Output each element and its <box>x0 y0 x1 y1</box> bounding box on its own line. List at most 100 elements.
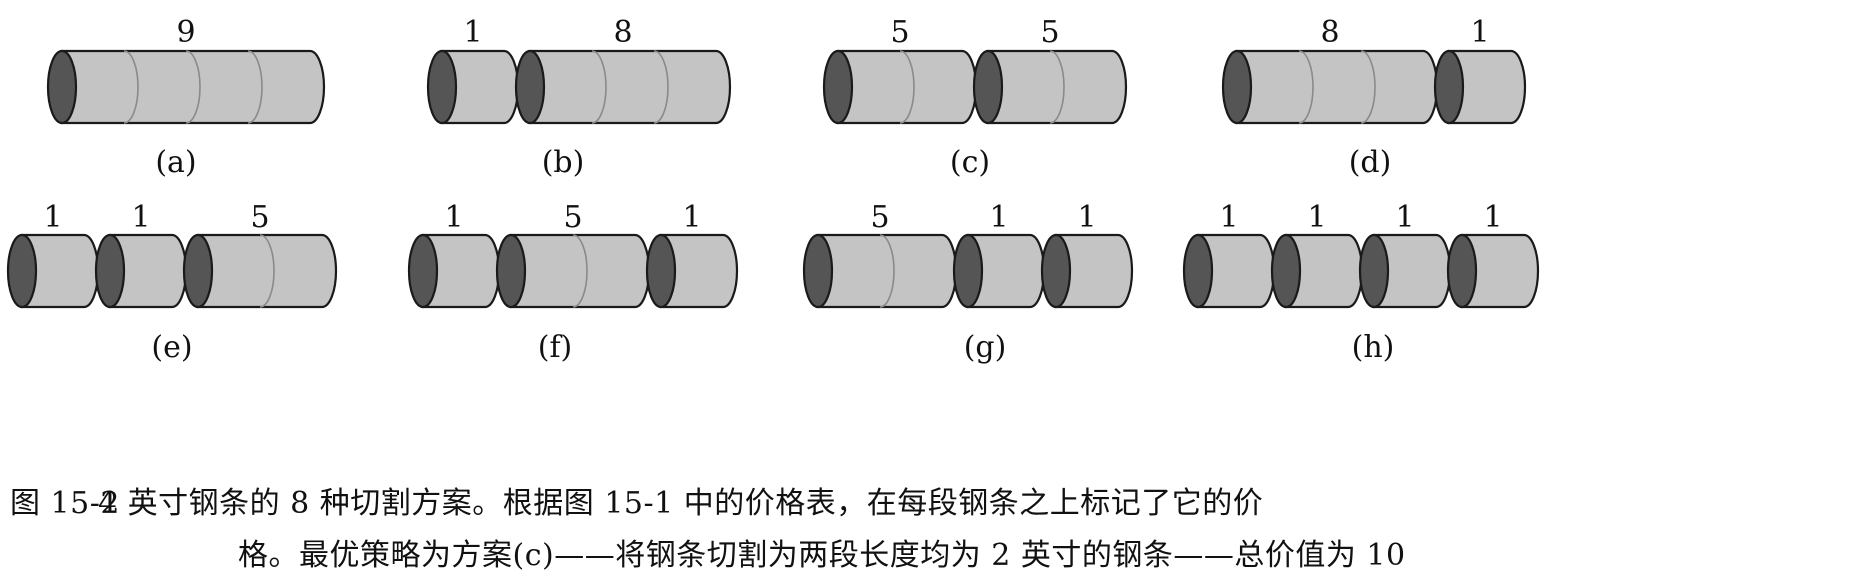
price-label: 1 <box>463 15 482 50</box>
scheme-label: (b) <box>542 145 585 180</box>
rod-piece <box>407 233 501 309</box>
price-label: 5 <box>870 200 889 235</box>
price-label: 1 <box>444 200 463 235</box>
price-label: 1 <box>1077 200 1096 235</box>
rod-end-cap <box>407 233 439 309</box>
rod-piece <box>952 233 1046 309</box>
scheme-label: (g) <box>964 330 1007 365</box>
rod-piece <box>1270 233 1364 309</box>
rod-end-cap <box>495 233 527 309</box>
rod-end-cap <box>514 49 546 125</box>
scheme-b: 1 8 (b) <box>426 15 732 180</box>
rod-body <box>1447 49 1527 125</box>
caption-text-1: 4 英寸钢条的 8 种切割方案。根据图 15-1 中的价格表，在每段钢条之上标记… <box>98 486 1264 521</box>
rod-piece <box>1182 233 1276 309</box>
rod-piece <box>94 233 188 309</box>
rod-seam <box>1360 50 1376 124</box>
rod-body <box>659 233 739 309</box>
price-label: 1 <box>131 200 150 235</box>
rod-piece <box>645 233 739 309</box>
price-label: 9 <box>176 15 195 50</box>
rod-seam <box>899 50 915 124</box>
rod-body <box>1460 233 1540 309</box>
rod-end-cap <box>1182 233 1214 309</box>
caption-line-2: 格。最优策略为方案(c)——将钢条切割为两段长度均为 2 英寸的钢条——总价值为… <box>238 538 1406 573</box>
price-label: 1 <box>989 200 1008 235</box>
rod-piece <box>1446 233 1540 309</box>
rod-seam <box>259 234 275 308</box>
price-label: 1 <box>1483 200 1502 235</box>
rod-end-cap <box>6 233 38 309</box>
figure-caption: 图 15-24 英寸钢条的 8 种切割方案。根据图 15-1 中的价格表，在每段… <box>10 478 1870 582</box>
rod-end-cap <box>802 233 834 309</box>
rod-seam <box>185 50 201 124</box>
rod-seam <box>572 234 588 308</box>
price-label: 8 <box>613 15 632 50</box>
rod-piece <box>1221 49 1439 125</box>
scheme-label: (e) <box>151 330 192 365</box>
rod-piece <box>1433 49 1527 125</box>
rod-body <box>196 233 338 309</box>
rod-body <box>60 49 326 125</box>
rod-end-cap <box>972 49 1004 125</box>
rod-piece <box>1040 233 1134 309</box>
rod-piece <box>46 49 326 125</box>
rod-end-cap <box>1446 233 1478 309</box>
rod-end-cap <box>94 233 126 309</box>
rod-body <box>986 49 1128 125</box>
rod-end-cap <box>426 49 458 125</box>
price-label: 1 <box>682 200 701 235</box>
rod-end-cap <box>1040 233 1072 309</box>
scheme-a: 9 (a) <box>46 15 326 180</box>
rod-piece <box>1358 233 1452 309</box>
price-label: 5 <box>1040 15 1059 50</box>
rod-end-cap <box>952 233 984 309</box>
rod-seam <box>247 50 263 124</box>
rod-piece <box>182 233 338 309</box>
rod-end-cap <box>46 49 78 125</box>
price-label: 1 <box>1470 15 1489 50</box>
rod-piece <box>426 49 520 125</box>
rod-piece <box>802 233 958 309</box>
rod-body <box>836 49 978 125</box>
price-label: 1 <box>43 200 62 235</box>
scheme-label: (d) <box>1349 145 1392 180</box>
rod-seam <box>1049 50 1065 124</box>
price-label: 1 <box>1395 200 1414 235</box>
rod-body <box>509 233 651 309</box>
rod-body <box>528 49 732 125</box>
price-label: 5 <box>250 200 269 235</box>
rod-piece <box>972 49 1128 125</box>
scheme-label: (c) <box>950 145 990 180</box>
rod-end-cap <box>822 49 854 125</box>
caption-line-1: 图 15-24 英寸钢条的 8 种切割方案。根据图 15-1 中的价格表，在每段… <box>10 478 1870 530</box>
caption-figure-number: 图 15-2 <box>10 486 120 521</box>
rod-end-cap <box>645 233 677 309</box>
scheme-h: 1 1 1 1 (h) <box>1182 200 1540 365</box>
rod-end-cap <box>1433 49 1465 125</box>
rod-seam <box>123 50 139 124</box>
price-label: 1 <box>1219 200 1238 235</box>
rod-end-cap <box>1358 233 1390 309</box>
rod-end-cap <box>1221 49 1253 125</box>
scheme-label: (h) <box>1352 330 1395 365</box>
rod-body <box>816 233 958 309</box>
rod-seam <box>1298 50 1314 124</box>
price-label: 1 <box>1307 200 1326 235</box>
scheme-f: 1 5 1 (f) <box>407 200 739 365</box>
rod-seam <box>879 234 895 308</box>
scheme-label: (f) <box>538 330 573 365</box>
rod-piece <box>495 233 651 309</box>
rod-seam <box>653 50 669 124</box>
price-label: 5 <box>563 200 582 235</box>
rod-body <box>1235 49 1439 125</box>
rod-seam <box>591 50 607 124</box>
rod-piece <box>514 49 732 125</box>
scheme-label: (a) <box>155 145 196 180</box>
rod-body <box>1054 233 1134 309</box>
rod-end-cap <box>182 233 214 309</box>
